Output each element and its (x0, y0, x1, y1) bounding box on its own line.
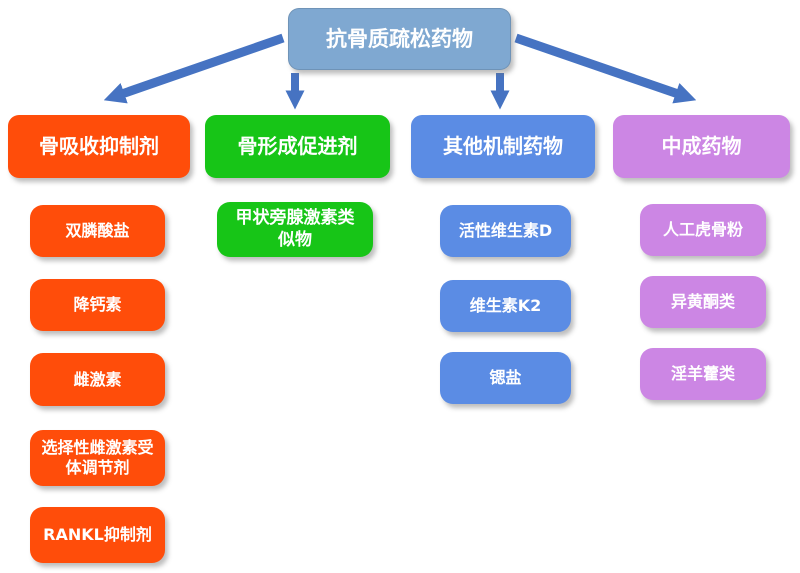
leaf-node: 降钙素 (30, 279, 165, 331)
leaf-node: 双膦酸盐 (30, 205, 165, 257)
leaf-node: 甲状旁腺激素类似物 (217, 202, 373, 257)
root-node: 抗骨质疏松药物 (288, 8, 511, 70)
leaf-node: 淫羊藿类 (640, 348, 766, 400)
arrow-to-column-4 (514, 33, 697, 104)
leaf-node: 维生素K2 (440, 280, 571, 332)
category-header-chinese-patent-medicines: 中成药物 (613, 115, 790, 178)
leaf-node: 活性维生素D (440, 205, 571, 257)
leaf-node: 锶盐 (440, 352, 571, 404)
category-header-other-mechanism-drugs: 其他机制药物 (411, 115, 595, 178)
leaf-node: 人工虎骨粉 (640, 204, 766, 256)
category-header-bone-formation-promoters: 骨形成促进剂 (205, 115, 390, 178)
leaf-node: 雌激素 (30, 353, 165, 406)
category-header-bone-resorption-inhibitors: 骨吸收抑制剂 (8, 115, 190, 178)
leaf-node: RANKL抑制剂 (30, 507, 165, 563)
leaf-node: 异黄酮类 (640, 276, 766, 328)
leaf-node: 选择性雌激素受体调节剂 (30, 430, 165, 486)
arrow-to-column-1 (103, 33, 285, 104)
